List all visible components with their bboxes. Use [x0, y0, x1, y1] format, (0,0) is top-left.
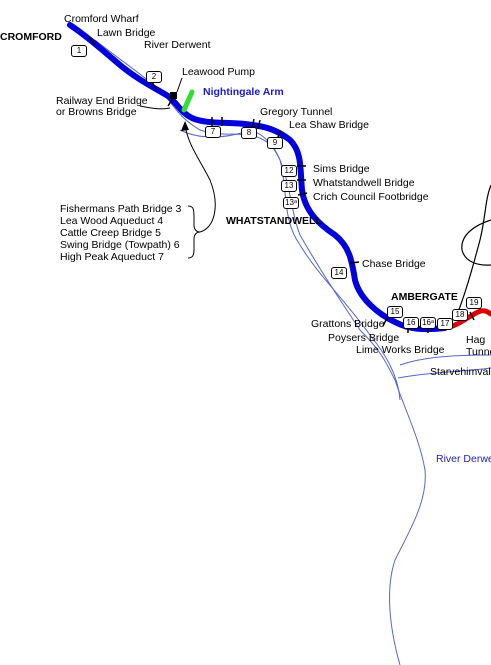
label-whatstandwell-bridge: Whatstandwell Bridge: [313, 177, 415, 189]
label-browns-bridge: or Browns Bridge: [56, 106, 137, 118]
label-lawn-bridge: Lawn Bridge: [97, 27, 156, 39]
marker-7: 7: [205, 126, 221, 138]
marker-18: 18: [452, 309, 468, 321]
label-hag-tunnel-2: Tunne: [466, 346, 491, 358]
marker-8: 8: [241, 127, 257, 139]
label-river-derwent-top: River Derwent: [144, 39, 211, 51]
railway-bridge-pointer: [139, 105, 171, 110]
railway-line: [454, 184, 491, 321]
label-railway-end-bridge: Railway End Bridge: [56, 95, 148, 107]
nightingale-arm-canal: [181, 89, 195, 113]
cromford-canal: [67, 22, 448, 333]
marker-13a: 13ᵃ: [283, 197, 299, 209]
label-crich-council-footbridge: Crich Council Footbridge: [313, 191, 429, 203]
marker-9: 9: [267, 137, 283, 149]
label-hag-tunnel: Hag: [466, 334, 486, 346]
cromford-canal-disused: [442, 308, 491, 331]
label-nightingale-arm: Nightingale Arm: [203, 86, 284, 98]
label-lea-shaw-bridge: Lea Shaw Bridge: [289, 119, 369, 131]
marker-17: 17: [437, 318, 453, 330]
label-cromford-wharf: Cromford Wharf: [64, 13, 139, 25]
marker-14: 14: [331, 267, 347, 279]
label-grattons-bridge: Grattons Bridge: [311, 318, 385, 330]
reservoir-outline: [461, 219, 491, 266]
marker-16a: 16ᵃ: [420, 317, 436, 329]
leawood-pump-leader: [176, 77, 183, 93]
bridge-list-item: Fishermans Path Bridge 3: [60, 203, 182, 215]
marker-16: 16: [403, 317, 419, 329]
leawood-pump-symbol: [170, 92, 177, 99]
marker-15: 15: [387, 306, 403, 318]
label-poysers-bridge: Poysers Bridge: [328, 332, 400, 344]
label-chase-bridge: Chase Bridge: [362, 258, 426, 270]
marker-13: 13: [281, 180, 297, 192]
bridge-list-item: High Peak Aqueduct 7: [60, 251, 164, 263]
label-gregory-tunnel: Gregory Tunnel: [260, 106, 333, 118]
bridge-list-item: Lea Wood Aqueduct 4: [60, 215, 164, 227]
town-whatstandwell: WHATSTANDWELL: [226, 215, 322, 227]
stream-line: [399, 354, 491, 366]
label-sims-bridge: Sims Bridge: [313, 163, 370, 175]
bridge-list-brace: [187, 205, 201, 259]
label-river-derwent-bottom: River Derwe: [436, 453, 491, 465]
marker-12: 12: [281, 165, 297, 177]
bridge-list-item: Cattle Creep Bridge 5: [60, 227, 161, 239]
marker-19: 19: [466, 297, 482, 309]
bridge-list-item: Swing Bridge (Towpath) 6: [60, 239, 180, 251]
pointer-arrowhead: [181, 121, 189, 131]
marker-2: 2: [146, 71, 162, 83]
bridge-list-pointer: [184, 124, 216, 233]
bridge-list: Fishermans Path Bridge 3 Lea Wood Aquedu…: [60, 203, 181, 263]
label-lime-works-bridge: Lime Works Bridge: [356, 344, 445, 356]
marker-1: 1: [71, 45, 87, 57]
label-leawood-pump: Leawood Pump: [182, 66, 255, 78]
town-cromford: CROMFORD: [0, 31, 62, 43]
stream-line-2: [397, 367, 491, 379]
label-starvehimval: Starvehimval: [430, 366, 491, 378]
town-ambergate: AMBERGATE: [391, 291, 458, 303]
